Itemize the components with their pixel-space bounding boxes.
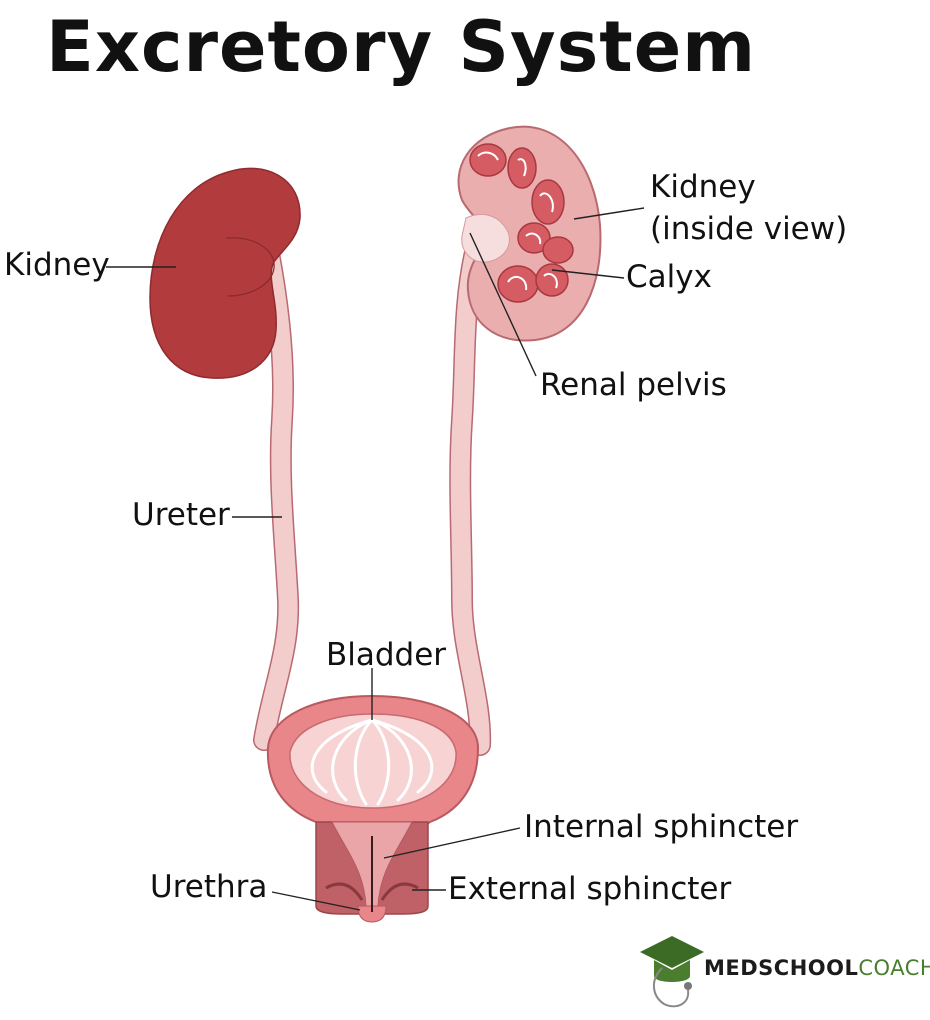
external-sphincter-right [380, 882, 419, 901]
label-ureter: Ureter [132, 497, 230, 533]
left-kidney [149, 167, 301, 379]
calyx-6 [497, 265, 539, 303]
leader-renal-pelvis [469, 232, 537, 377]
leader-urethra [271, 891, 361, 911]
label-urethra: Urethra [150, 869, 268, 905]
calyx-1 [469, 143, 507, 177]
brand-logo: MEDSCHOOLCOACH [704, 956, 930, 980]
label-internal-sphincter: Internal sphincter [524, 809, 799, 845]
calyx-4 [517, 222, 551, 254]
urethra [357, 905, 387, 923]
renal-pelvis-shape [461, 214, 510, 263]
calyx-2 [507, 147, 537, 189]
leader-lines [106, 207, 645, 911]
calyx-7 [535, 263, 569, 297]
leader-internal-sphincter [383, 827, 521, 859]
leader-kidney-inside [573, 207, 645, 220]
label-bladder: Bladder [326, 637, 447, 673]
graduation-cap-stethoscope-icon [640, 936, 704, 1008]
calyx-5 [542, 236, 574, 264]
brand-logo-part2: COACH [858, 956, 930, 980]
calyx-3 [531, 179, 565, 225]
label-calyx: Calyx [626, 259, 712, 295]
calyces [469, 143, 574, 303]
leader-calyx [551, 269, 625, 279]
diagram-title: Excretory System [46, 6, 757, 88]
label-kidney-inside-line2: (inside view) [650, 211, 848, 247]
brand-logo-part1: MEDSCHOOL [704, 956, 859, 980]
label-kidney-inside-line1: Kidney [650, 169, 756, 205]
label-kidney: Kidney [4, 247, 110, 283]
bladder-folds [310, 718, 434, 806]
label-external-sphincter: External sphincter [448, 871, 732, 907]
external-sphincter-left [325, 882, 364, 901]
label-renal-pelvis: Renal pelvis [540, 367, 727, 403]
